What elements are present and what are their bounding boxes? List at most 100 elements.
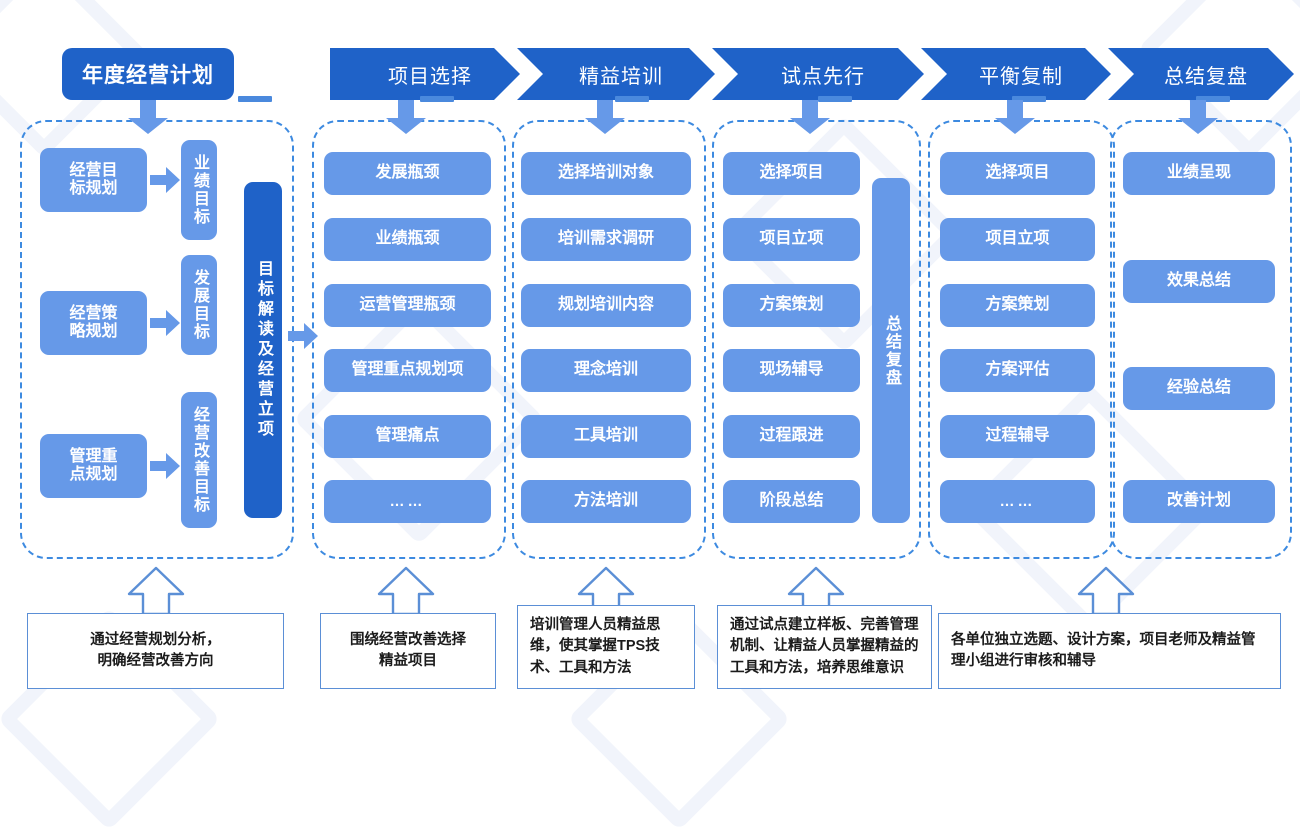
up-arrow-icon — [1077, 566, 1135, 616]
callout-text: 围绕经营改善选择 精益项目 — [350, 631, 466, 669]
pill-label: …… — [999, 492, 1036, 510]
pill-target-2[interactable]: 经营改善目标 — [181, 392, 217, 528]
pill-label: 方案评估 — [985, 361, 1050, 379]
list-item[interactable]: 规划培训内容 — [521, 284, 691, 327]
pill-label: 方案策划 — [985, 296, 1050, 314]
list-item[interactable]: 选择项目 — [940, 152, 1095, 195]
list-item[interactable]: 过程跟进 — [723, 415, 860, 458]
list-item[interactable]: 经验总结 — [1123, 367, 1275, 410]
header-stage-label: 平衡复制 — [979, 65, 1063, 88]
list-item[interactable]: 管理重点规划项 — [324, 349, 491, 392]
list-item[interactable]: 选择项目 — [723, 152, 860, 195]
callout-text: 通过试点建立样板、完善管理机制、让精益人员掌握精益的工具和方法，培养思维意识 — [730, 617, 919, 676]
right-arrow-icon — [150, 453, 180, 479]
pill-label: 项目立项 — [759, 230, 824, 248]
pill-label: 改善计划 — [1166, 492, 1231, 510]
callout-3: 培训管理人员精益思维，使其掌握TPS技术、工具和方法 — [517, 605, 695, 689]
header-stage-label: 总结复盘 — [1164, 65, 1248, 88]
callout-text: 培训管理人员精益思维，使其掌握TPS技术、工具和方法 — [530, 617, 661, 676]
pill-label: 管理痛点 — [375, 427, 440, 445]
list-item[interactable]: 业绩瓶颈 — [324, 218, 491, 261]
list-item[interactable]: 培训需求调研 — [521, 218, 691, 261]
pill-label: 方法培训 — [573, 492, 638, 510]
pill-source-2[interactable]: 管理重 点规划 — [40, 434, 147, 498]
header-stage-pilot-first[interactable]: 试点先行 — [712, 48, 924, 100]
up-arrow-icon — [127, 566, 185, 616]
pill-label: 选择项目 — [759, 164, 824, 182]
list-item[interactable]: 选择培训对象 — [521, 152, 691, 195]
pill-label: 业绩目标 — [191, 154, 208, 226]
pill-label: 选择项目 — [985, 164, 1050, 182]
pill-label: 过程辅导 — [985, 427, 1050, 445]
pill-label: 总结复盘 — [883, 314, 900, 387]
header-annual-plan-label: 年度经营计划 — [82, 64, 214, 87]
down-arrow-icon — [1178, 100, 1218, 134]
header-stage-label: 试点先行 — [781, 65, 865, 88]
pill-label: 现场辅导 — [759, 361, 824, 379]
pill-label: 经营改善目标 — [191, 406, 208, 514]
header-stage-summary-review[interactable]: 总结复盘 — [1108, 48, 1294, 100]
pill-label: 规划培训内容 — [557, 296, 654, 314]
pill-label: 运营管理瓶颈 — [359, 296, 456, 314]
header-notch — [818, 96, 852, 102]
list-item[interactable]: 发展瓶颈 — [324, 152, 491, 195]
list-item[interactable]: 管理痛点 — [324, 415, 491, 458]
header-stage-label: 项目选择 — [388, 65, 472, 88]
list-item[interactable]: 工具培训 — [521, 415, 691, 458]
list-item[interactable]: 方案评估 — [940, 349, 1095, 392]
list-item[interactable]: 方案策划 — [940, 284, 1095, 327]
pill-source-0[interactable]: 经营目 标规划 — [40, 148, 147, 212]
list-item[interactable]: 业绩呈现 — [1123, 152, 1275, 195]
callout-2: 围绕经营改善选择 精益项目 — [320, 613, 496, 689]
header-stage-lean-training[interactable]: 精益培训 — [517, 48, 715, 100]
down-arrow-icon — [128, 100, 168, 134]
pill-target-0[interactable]: 业绩目标 — [181, 140, 217, 240]
pill-label: 理念培训 — [573, 361, 638, 379]
list-item[interactable]: 方案策划 — [723, 284, 860, 327]
header-stage-project-selection[interactable]: 项目选择 — [330, 48, 520, 100]
header-notch — [1196, 96, 1230, 102]
pill-label: 经验总结 — [1166, 379, 1231, 397]
list-item[interactable]: 过程辅导 — [940, 415, 1095, 458]
header-stage-balanced-replication[interactable]: 平衡复制 — [921, 48, 1111, 100]
header-notch — [1012, 96, 1046, 102]
pill-label: 选择培训对象 — [557, 164, 654, 182]
pill-side-goal-interpretation[interactable]: 目标解读及经营立项 — [244, 182, 282, 518]
list-item[interactable]: 运营管理瓶颈 — [324, 284, 491, 327]
callout-text: 各单位独立选题、设计方案，项目老师及精益管理小组进行审核和辅导 — [951, 631, 1256, 669]
pill-label: 业绩呈现 — [1166, 164, 1231, 182]
pill-label: 经营策 略规划 — [69, 304, 118, 340]
list-item[interactable]: 现场辅导 — [723, 349, 860, 392]
list-item[interactable]: 方法培训 — [521, 480, 691, 523]
pill-label: 发展目标 — [191, 269, 208, 341]
right-arrow-icon — [288, 323, 318, 349]
list-item[interactable]: 项目立项 — [723, 218, 860, 261]
list-item[interactable]: 阶段总结 — [723, 480, 860, 523]
header-notch — [238, 96, 272, 102]
down-arrow-icon — [995, 100, 1035, 134]
pill-label: …… — [389, 492, 426, 510]
header-notch — [420, 96, 454, 102]
pill-label: 经营目 标规划 — [69, 161, 118, 197]
pill-label: 方案策划 — [759, 296, 824, 314]
pill-label: 管理重点规划项 — [351, 361, 464, 379]
header-annual-plan[interactable]: 年度经营计划 — [62, 48, 234, 100]
pill-label: 过程跟进 — [759, 427, 824, 445]
right-arrow-icon — [150, 167, 180, 193]
list-item[interactable]: 理念培训 — [521, 349, 691, 392]
down-arrow-icon — [386, 100, 426, 134]
pill-side-summary-review[interactable]: 总结复盘 — [872, 178, 910, 523]
pill-label: 业绩瓶颈 — [375, 230, 440, 248]
list-item[interactable]: 项目立项 — [940, 218, 1095, 261]
pill-target-1[interactable]: 发展目标 — [181, 255, 217, 355]
list-item[interactable]: …… — [324, 480, 491, 523]
pill-source-1[interactable]: 经营策 略规划 — [40, 291, 147, 355]
pill-label: 工具培训 — [573, 427, 638, 445]
pill-label: 项目立项 — [985, 230, 1050, 248]
list-item[interactable]: …… — [940, 480, 1095, 523]
pill-label: 阶段总结 — [759, 492, 824, 510]
pill-label: 培训需求调研 — [557, 230, 654, 248]
list-item[interactable]: 改善计划 — [1123, 480, 1275, 523]
list-item[interactable]: 效果总结 — [1123, 260, 1275, 303]
